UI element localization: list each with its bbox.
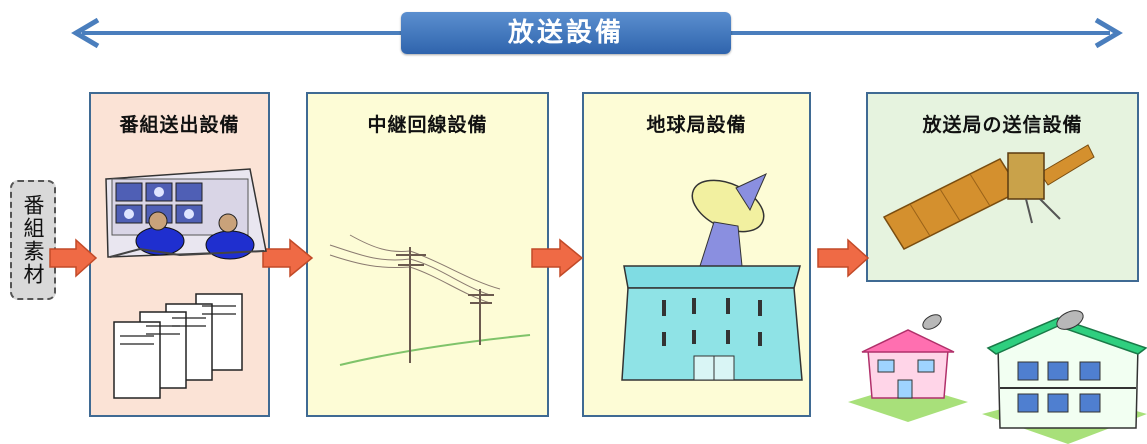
stage-title: 番組送出設備 [119,114,240,136]
broadcast-equipment-banner: 放送設備 [401,12,731,54]
power-lines-icon [329,234,531,366]
flow-arrow-3 [531,238,584,278]
program-material-box: 番組素材 [10,180,56,300]
satellite-icon [882,144,1095,250]
stage-title: 地球局設備 [646,114,747,136]
satellite-dish-building-icon [621,172,803,381]
flow-arrow-2 [262,238,314,278]
server-racks-icon [113,293,243,399]
stage-transmission: 放送局の送信設備 [866,92,1139,282]
flow-arrow-1 [49,238,98,278]
houses-icon [848,310,1147,444]
stage-title: 中継回線設備 [367,114,488,136]
flow-arrow-4 [817,238,870,278]
stage-title: 放送局の送信設備 [922,114,1083,136]
broadcast-console-icon [105,168,267,260]
